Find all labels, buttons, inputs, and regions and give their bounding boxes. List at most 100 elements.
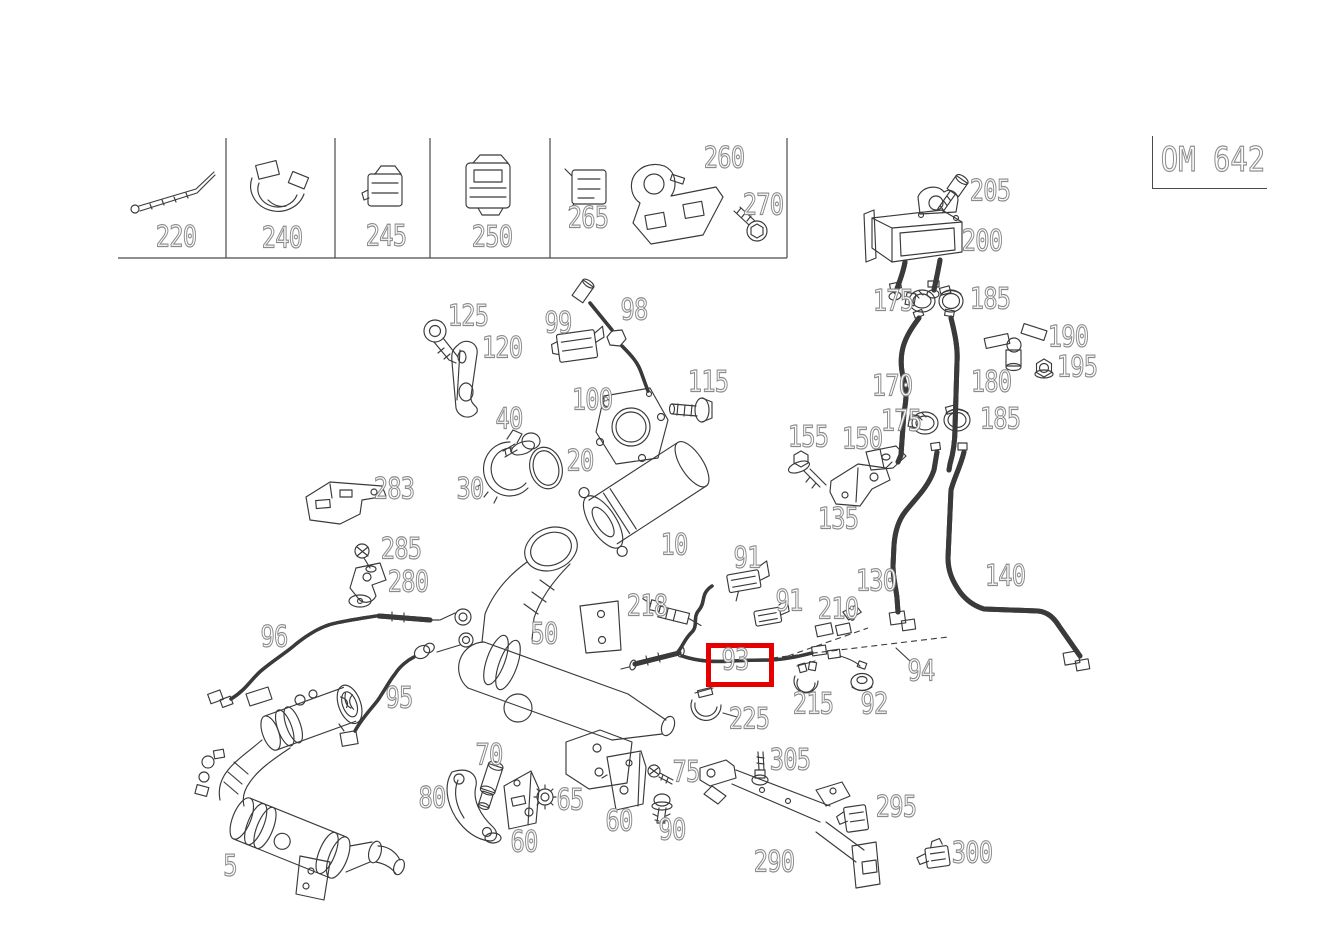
part-65-art <box>534 785 556 809</box>
part-label-140[interactable]: 140 <box>984 558 1026 593</box>
part-91a-art <box>725 561 772 602</box>
part-label-75[interactable]: 75 <box>672 754 701 789</box>
part-label-250[interactable]: 250 <box>471 219 513 254</box>
part-80-art <box>447 770 501 843</box>
part-label-125[interactable]: 125 <box>447 298 489 333</box>
part-label-285[interactable]: 285 <box>380 531 422 566</box>
part-label-225[interactable]: 225 <box>728 701 770 736</box>
part-label-60[interactable]: 60 <box>605 803 634 838</box>
part-240-art <box>251 161 309 212</box>
part-205-art <box>934 173 969 215</box>
part-label-5[interactable]: 5 <box>223 848 238 883</box>
part-200-art <box>864 187 962 301</box>
part-label-91[interactable]: 91 <box>733 540 762 575</box>
part-label-155[interactable]: 155 <box>787 419 829 454</box>
part-label-305[interactable]: 305 <box>769 742 811 777</box>
part-label-80[interactable]: 80 <box>418 780 447 815</box>
part-label-220[interactable]: 220 <box>155 219 197 254</box>
part-label-270[interactable]: 270 <box>742 187 784 222</box>
part-305-art <box>752 752 768 785</box>
part-label-40[interactable]: 40 <box>495 401 524 436</box>
part-50-art <box>437 519 677 789</box>
part-label-265[interactable]: 265 <box>567 200 609 235</box>
part-label-218[interactable]: 218 <box>626 588 668 623</box>
part-40-art <box>503 433 540 458</box>
part-250-art <box>466 155 510 215</box>
part-label-98[interactable]: 98 <box>620 292 649 327</box>
part-label-130[interactable]: 130 <box>855 563 897 598</box>
part-99-art <box>550 326 607 363</box>
part-30-art <box>476 430 528 503</box>
part-label-245[interactable]: 245 <box>365 218 407 253</box>
part-label-93[interactable]: 93 <box>721 642 750 677</box>
part-98-art <box>572 277 651 396</box>
part-218-art <box>639 598 704 628</box>
part-label-90[interactable]: 90 <box>658 812 687 847</box>
part-95-art <box>339 641 436 746</box>
part-label-205[interactable]: 205 <box>969 173 1011 208</box>
part-170-art <box>895 309 924 465</box>
part-75-art <box>648 765 673 784</box>
part-285-art <box>355 544 376 572</box>
part-195-art <box>1035 359 1053 378</box>
selected-part-highlight <box>706 643 774 687</box>
part-135-art <box>830 462 892 506</box>
part-label-215[interactable]: 215 <box>792 686 834 721</box>
part-92-art <box>851 674 873 691</box>
part-label-99[interactable]: 99 <box>544 305 573 340</box>
part-label-50[interactable]: 50 <box>530 616 559 651</box>
part-265-art <box>565 169 606 210</box>
part-60b-art <box>602 751 646 810</box>
part-175a-art <box>905 290 935 312</box>
part-label-195[interactable]: 195 <box>1056 349 1098 384</box>
part-label-120[interactable]: 120 <box>481 330 523 365</box>
part-label-91[interactable]: 91 <box>775 583 804 618</box>
part-label-260[interactable]: 260 <box>703 140 745 175</box>
part-label-185[interactable]: 185 <box>979 401 1021 436</box>
part-label-180[interactable]: 180 <box>970 364 1012 399</box>
part-label-210[interactable]: 210 <box>817 591 859 626</box>
part-label-283[interactable]: 283 <box>373 471 415 506</box>
part-label-295[interactable]: 295 <box>875 789 917 824</box>
part-label-96[interactable]: 96 <box>260 619 289 654</box>
part-label-240[interactable]: 240 <box>261 220 303 255</box>
part-155-art <box>787 451 826 488</box>
engine-code-label: OM 642 <box>1160 140 1266 180</box>
part-label-94[interactable]: 94 <box>907 653 936 688</box>
part-label-170[interactable]: 170 <box>871 368 913 403</box>
part-190-art <box>984 324 1047 371</box>
part-label-20[interactable]: 20 <box>566 443 595 478</box>
part-label-150[interactable]: 150 <box>841 421 883 456</box>
part-label-30[interactable]: 30 <box>456 471 485 506</box>
part-label-100[interactable]: 100 <box>571 382 613 417</box>
part-270-art <box>734 207 767 241</box>
part-label-175[interactable]: 175 <box>880 403 922 438</box>
part-label-185[interactable]: 185 <box>969 281 1011 316</box>
part-label-70[interactable]: 70 <box>475 737 504 772</box>
part-295-art <box>836 805 869 834</box>
part-label-135[interactable]: 135 <box>817 501 859 536</box>
part-300-art <box>915 838 951 870</box>
part-label-190[interactable]: 190 <box>1047 319 1089 354</box>
part-260-art <box>631 164 723 244</box>
part-label-280[interactable]: 280 <box>387 564 429 599</box>
part-label-300[interactable]: 300 <box>951 835 993 870</box>
part-label-115[interactable]: 115 <box>687 364 729 399</box>
part-210-art <box>788 604 868 656</box>
part-225-art <box>691 687 737 720</box>
part-label-95[interactable]: 95 <box>385 680 414 715</box>
part-label-175[interactable]: 175 <box>872 283 914 318</box>
part-label-290[interactable]: 290 <box>753 844 795 879</box>
part-label-65[interactable]: 65 <box>556 782 585 817</box>
part-94-art <box>772 637 948 661</box>
part-label-10[interactable]: 10 <box>660 527 689 562</box>
part-5-art <box>195 682 407 900</box>
part-60a-art <box>504 771 539 829</box>
part-label-200[interactable]: 200 <box>961 223 1003 258</box>
part-290-art <box>700 760 880 888</box>
part-130-art <box>889 442 940 630</box>
part-label-60[interactable]: 60 <box>510 824 539 859</box>
part-175b-art <box>908 412 938 434</box>
part-label-92[interactable]: 92 <box>860 686 889 721</box>
